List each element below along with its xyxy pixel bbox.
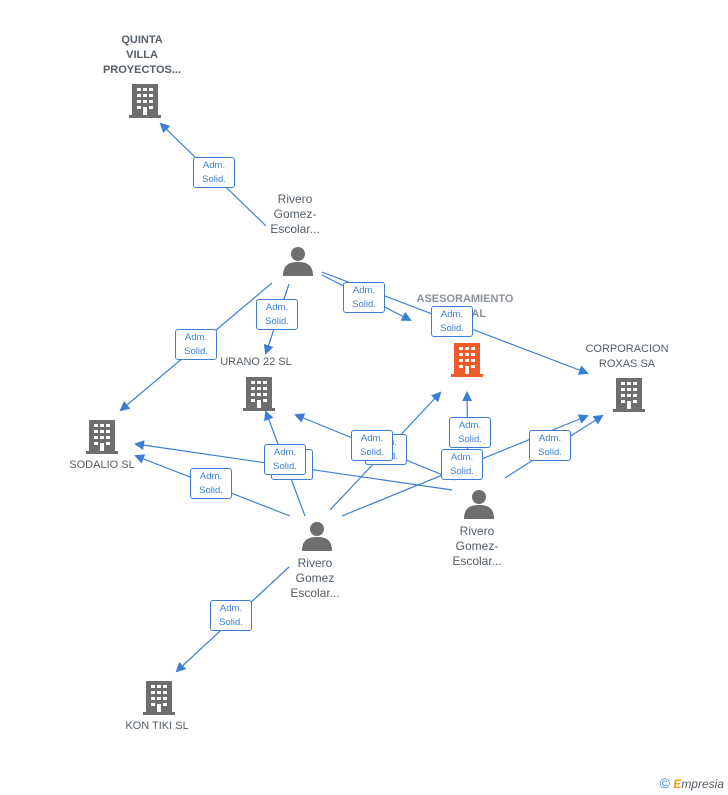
edge-label-line2: Solid. [265,316,289,327]
label-line: URANO 22 SL [220,356,292,368]
edge-label-adm-solid[interactable]: Adm. Solid. [256,299,298,330]
edge-label-line1: Adm. [273,447,297,458]
node-label-rivero-top: Rivero Gomez- Escolar... [245,192,345,237]
label-line: Gomez- [273,207,317,221]
person-icon[interactable] [302,522,332,551]
edge-label-adm-solid[interactable]: Adm. Solid. [343,282,385,313]
edge-label-line1: Adm. [199,471,223,482]
edge-label-line2: Solid. [440,323,464,334]
edge-label-adm-solid[interactable]: Adm. Solid. [175,329,217,360]
label-line: Gomez [295,571,335,585]
edge-label-adm-solid[interactable]: Adm. Solid. [529,430,571,461]
edge-label-adm-solid[interactable]: Adm. Solid. [449,417,491,448]
label-line: Escolar... [290,586,340,600]
label-line: ASESORAMIENTO [416,293,514,305]
company-building-icon-highlighted[interactable] [451,343,483,377]
edge-label-adm-solid[interactable]: Adm. Solid. [441,449,483,480]
node-label-quinta-villa: QUINTA VILLA PROYECTOS... [92,33,192,78]
edge-label-line1: Adm. [219,603,243,614]
node-label-corporacion: CORPORACION ROXAS SA [572,342,682,372]
label-line: Escolar... [270,222,320,236]
node-label-rivero-mid: Rivero Gomez Escolar... [265,556,365,601]
node-label-urano: URANO 22 SL [206,355,306,370]
company-building-icon[interactable] [86,420,118,454]
label-line: PROYECTOS... [102,64,182,76]
edge-label-line1: Adm. [360,433,384,444]
company-building-icon[interactable] [129,84,161,118]
label-line: CORPORACION [585,343,669,355]
label-line: Rivero [277,192,313,206]
edge-label-line2: Solid. [538,447,562,458]
label-line: ROXAS SA [598,358,656,370]
edge-label-line1: Adm. [352,285,376,296]
label-line: Rivero [297,556,333,570]
node-label-rivero-right: Rivero Gomez- Escolar... [427,524,527,569]
label-line: KON TIKI SL [125,720,189,732]
company-building-icon[interactable] [143,681,175,715]
edge-label-line2: Solid. [360,447,384,458]
edge-label-line2: Solid. [184,346,208,357]
edge-label-adm-solid[interactable]: Adm. Solid. [193,157,235,188]
label-line: VILLA [126,49,158,61]
node-label-kon-tiki: KON TIKI SL [107,719,207,734]
edge-label-adm-solid[interactable]: Adm. Solid. [431,306,473,337]
edge-label-line1: Adm. [184,332,208,343]
label-line: Gomez- [455,539,499,553]
edge-label-adm-solid[interactable]: Adm. Solid. [351,430,393,461]
label-line: QUINTA [121,34,163,46]
label-line: SODALIO SL [69,459,135,471]
edge-label-adm-solid[interactable]: Adm. Solid. [264,444,306,475]
empresia-watermark: © Empresia [660,775,724,791]
edge-label-line2: Solid. [199,485,223,496]
edge-label-adm-solid[interactable]: Adm. Solid. [190,468,232,499]
person-icon[interactable] [464,490,494,519]
label-line: Rivero [459,524,495,538]
edge-label-line1: Adm. [440,309,464,320]
person-icon[interactable] [283,247,313,276]
node-label-sodalio: SODALIO SL [52,458,152,473]
edge-label-line2: Solid. [458,434,482,445]
brand-logo-text: mpresia [681,777,724,791]
edge-label-line2: Solid. [202,174,226,185]
brand-logo-letter: E [673,777,682,791]
edge-label-line1: Adm. [202,160,226,171]
edge-label-line1: Adm. [458,420,482,431]
company-building-icon[interactable] [243,377,275,411]
edge-label-line2: Solid. [352,299,376,310]
edge-label-line2: Solid. [273,461,297,472]
edge-label-line1: Adm. [265,302,289,313]
edge-label-line1: Adm. [450,452,474,463]
edge-label-line2: Solid. [219,617,243,628]
edge-label-line2: Solid. [450,466,474,477]
label-line: Escolar... [452,554,502,568]
copyright-icon: © [659,775,670,791]
edge-label-adm-solid[interactable]: Adm. Solid. [210,600,252,631]
edge-label-line1: Adm. [538,433,562,444]
company-building-icon[interactable] [613,378,645,412]
